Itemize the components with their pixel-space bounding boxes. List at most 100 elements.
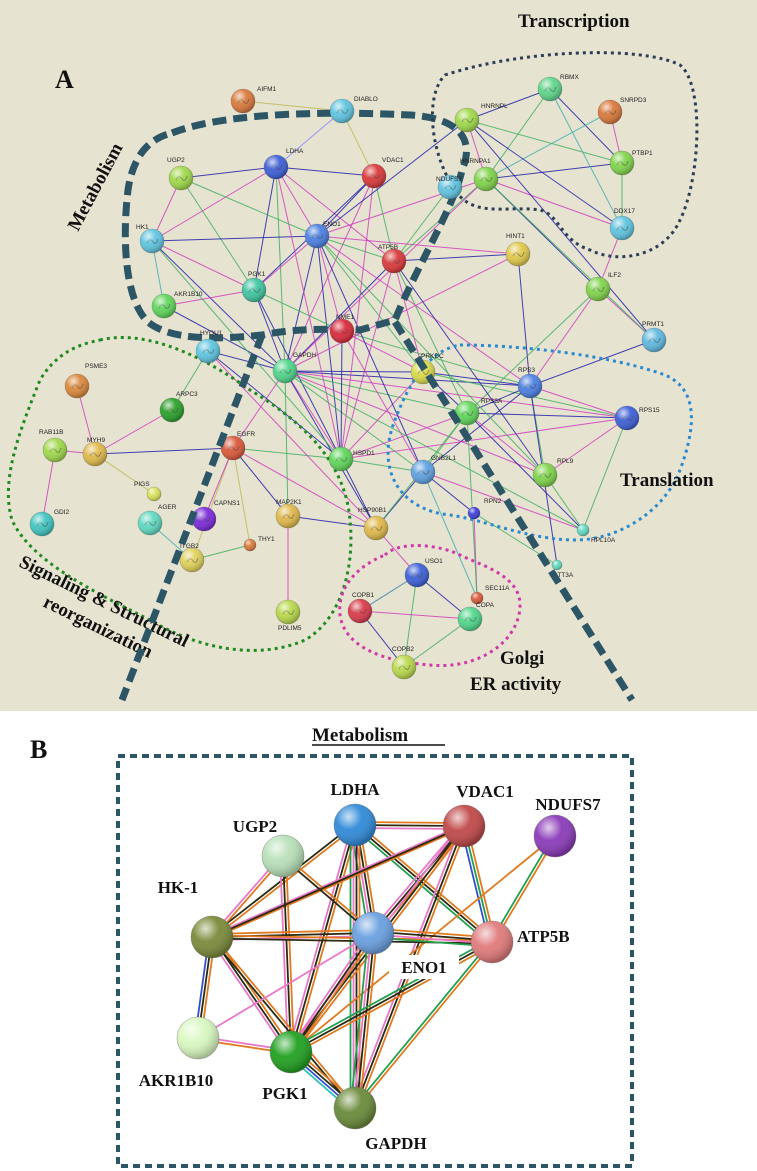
- node-copb1[interactable]: COPB1: [347, 592, 374, 624]
- node-myh9[interactable]: MYH9: [82, 437, 108, 467]
- node-thy1[interactable]: THY1: [243, 536, 275, 552]
- node-arpc3[interactable]: ARPC3: [159, 391, 198, 423]
- node-pigs[interactable]: PIGS: [134, 481, 162, 502]
- edge-gapdh-rps3a: [284, 370, 468, 414]
- b-node-gapdh[interactable]: GAPDH: [333, 1086, 427, 1153]
- edge-hk1-hspd1: [151, 240, 342, 460]
- node-ugp2[interactable]: UGP2: [167, 157, 194, 191]
- edge-atp5b-hint1: [393, 253, 519, 262]
- node-hk1[interactable]: HK1: [136, 224, 165, 254]
- node-hint1[interactable]: HINT1: [505, 233, 531, 267]
- b-node-label: NDUFS7: [535, 795, 601, 814]
- b-node-atp5b[interactable]: ATP5B: [470, 920, 570, 964]
- node-rpl9[interactable]: RPL9: [532, 458, 574, 488]
- node-gapdh[interactable]: GAPDH: [272, 352, 316, 384]
- edge-ldha-vdac1: [275, 166, 375, 177]
- node-rpn2[interactable]: RPN2: [467, 498, 502, 520]
- b-node-hk1[interactable]: HK-1: [158, 878, 234, 959]
- node-aifm1[interactable]: AIFM1: [230, 86, 277, 114]
- node-uso1[interactable]: USO1: [404, 558, 443, 588]
- edge-hspd1-hsp90b1: [340, 458, 377, 529]
- b-node-sheen: [443, 805, 485, 847]
- node-sheen: [362, 164, 386, 188]
- node-vdac1[interactable]: VDAC1: [361, 157, 404, 189]
- node-rps3[interactable]: RPS3: [517, 367, 543, 399]
- node-label: COPB2: [392, 646, 414, 653]
- edge-nme1-gnb2l1: [341, 330, 424, 473]
- node-sheen: [382, 249, 406, 273]
- node-ldha[interactable]: LDHA: [263, 148, 304, 180]
- edge-eno1-gapdh: [349, 932, 379, 1109]
- edge-atp5b-gapdh: [353, 940, 494, 1110]
- node-hnrnpa1[interactable]: HNRNPA1: [460, 158, 499, 192]
- node-copb2[interactable]: COPB2: [391, 646, 417, 680]
- node-itgb2[interactable]: ITGB2: [179, 543, 205, 573]
- node-pdlim5[interactable]: PDLIM5: [275, 599, 302, 632]
- edge-eno1-gnb2l1: [316, 235, 424, 473]
- node-eno1[interactable]: ENO1: [304, 221, 341, 249]
- edge-evidence-line: [210, 823, 355, 937]
- node-rbmx[interactable]: RBMX: [537, 74, 579, 102]
- b-node-pgk1[interactable]: PGK1: [262, 1030, 313, 1103]
- edge-evidence-line: [292, 934, 377, 1055]
- node-map2k1[interactable]: MAP2K1: [275, 499, 302, 529]
- node-sheen: [140, 229, 164, 253]
- node-pgk1[interactable]: PGK1: [241, 271, 267, 303]
- node-label: RPL10A: [591, 537, 616, 544]
- node-atp5b[interactable]: ATP5B: [378, 244, 407, 274]
- edge-egfr-map2k1: [232, 447, 289, 517]
- panel-a-background: [0, 0, 757, 711]
- b-node-eno1[interactable]: ENO1: [351, 911, 459, 979]
- node-hnrnpl[interactable]: HNRNPL: [454, 103, 508, 133]
- node-label: NME1: [336, 314, 354, 321]
- node-ddx17[interactable]: DDX17: [609, 208, 635, 241]
- node-ager[interactable]: AGER: [137, 504, 177, 536]
- edge-vdac1-eno1: [316, 175, 375, 237]
- node-rab11b[interactable]: RAB11B: [39, 429, 68, 463]
- node-gnb2l1[interactable]: GNB2L1: [410, 455, 456, 485]
- edge-hnrnpa1-gapdh: [284, 178, 487, 372]
- node-prmt1[interactable]: PRMT1: [641, 321, 667, 353]
- node-snrpd3[interactable]: SNRPD3: [597, 97, 647, 125]
- node-copa[interactable]: COPA: [457, 602, 495, 632]
- node-label: PGK1: [248, 271, 266, 278]
- node-nme1[interactable]: NME1: [329, 314, 354, 344]
- node-hsp90b1[interactable]: HSP90B1: [358, 507, 389, 541]
- node-hspd1[interactable]: HSPD1: [328, 446, 375, 472]
- node-diablo[interactable]: DIABLO: [329, 96, 378, 124]
- node-sheen: [65, 374, 89, 398]
- b-node-ugp2[interactable]: UGP2: [233, 817, 305, 878]
- b-node-ldha[interactable]: LDHA: [330, 780, 380, 847]
- edge-ilf2-rps3a: [466, 288, 599, 414]
- node-ptbp1[interactable]: PTBP1: [609, 150, 653, 176]
- node-ndufs7[interactable]: NDUFS7: [436, 174, 462, 200]
- node-stt3a[interactable]: STT3A: [551, 559, 574, 579]
- node-rps15[interactable]: RPS15: [614, 405, 660, 431]
- b-node-akr1b10[interactable]: AKR1B10: [139, 1016, 220, 1090]
- node-akr1b10[interactable]: AKR1B10: [151, 291, 203, 319]
- node-egfr[interactable]: EGFR: [220, 431, 255, 461]
- edge-rps3a-rps15: [466, 412, 628, 419]
- node-rpl10a[interactable]: RPL10A: [576, 523, 616, 544]
- edge-hnrnpa1-ptbp1: [485, 162, 623, 180]
- node-sheen: [411, 460, 435, 484]
- translation-label: Translation: [620, 470, 714, 491]
- edge-evidence-line: [285, 855, 295, 1052]
- node-psme3[interactable]: PSME3: [64, 363, 107, 399]
- node-sec11a[interactable]: SEC11A: [470, 585, 510, 605]
- b-node-label: UGP2: [233, 817, 277, 836]
- edge-hspd1-rps3a: [340, 412, 468, 460]
- edge-gapdh-hspd1: [284, 370, 342, 460]
- b-node-ndufs7[interactable]: NDUFS7: [533, 795, 601, 858]
- node-hyou1[interactable]: HYOU1: [195, 330, 223, 364]
- node-ilf2[interactable]: ILF2: [585, 272, 621, 302]
- edge-evidence-line: [287, 930, 372, 1051]
- b-node-label: ENO1: [401, 958, 446, 977]
- b-node-sheen: [270, 1031, 312, 1073]
- node-label: PSME3: [85, 363, 107, 370]
- b-node-vdac1[interactable]: VDAC1: [442, 782, 514, 848]
- node-capns1[interactable]: CAPNS1: [191, 500, 240, 532]
- b-node-sheen: [177, 1017, 219, 1059]
- edge-evidence-line: [353, 940, 492, 1108]
- node-gdi2[interactable]: GDI2: [29, 509, 70, 537]
